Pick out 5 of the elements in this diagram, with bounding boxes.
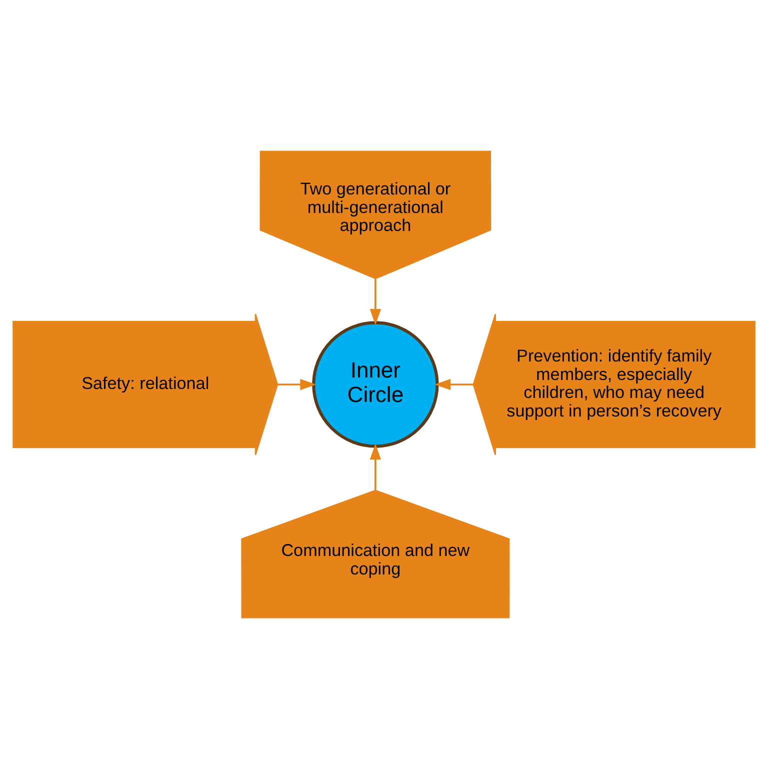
node-circle: Inner Circle [312,321,439,448]
arrow [434,378,474,390]
arrow [370,278,381,325]
arrow [370,444,381,490]
arrow [278,378,316,390]
